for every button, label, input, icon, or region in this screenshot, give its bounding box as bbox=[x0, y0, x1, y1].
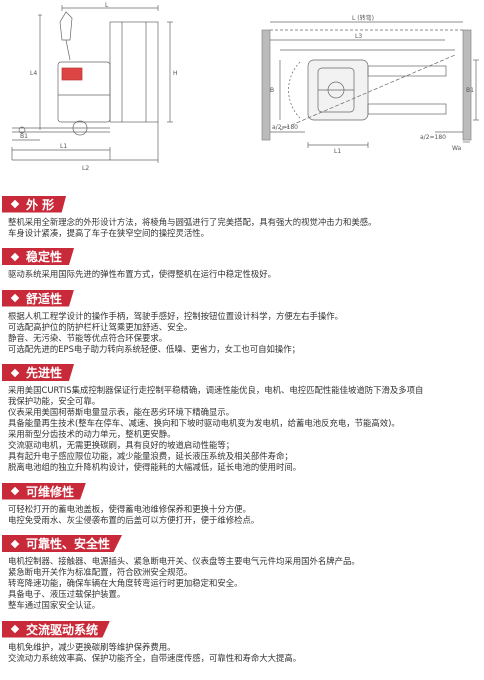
section-header: 可靠性、安全性 bbox=[2, 535, 123, 552]
diamond-bullet-icon bbox=[10, 486, 20, 496]
section-line: 可选配先进的EPS电子助力转向系统轻便、低噪、更省力，女工也可自如操作； bbox=[8, 343, 301, 354]
section-reliability-safety: 可靠性、安全性 电机控制器、接触器、电源插头、紧急断电开关、仪表盘等主要电气元件… bbox=[0, 532, 484, 612]
section-title: 可维修性 bbox=[26, 484, 75, 499]
section-stability: 稳定性 驱动系统采用国际先进的弹性布置方式，使得整机在运行中稳定性极好。 bbox=[0, 245, 484, 281]
dimension-drawings-svg: L L1 L2 B1 H L4 bbox=[11, 2, 479, 172]
section-appearance: 外 形 整机采用全新理念的外形设计方法，将棱角与圆弧进行了完美搭配，具有强大的视… bbox=[0, 192, 484, 239]
section-line: 我保护功能，安全可靠。 bbox=[8, 396, 101, 406]
section-line: 驱动系统采用国际先进的弹性布置方式，使得整机在运行中稳定性极好。 bbox=[8, 269, 276, 279]
section-title: 可靠性、安全性 bbox=[26, 537, 111, 551]
feature-sections: 外 形 整机采用全新理念的外形设计方法，将棱角与圆弧进行了完美搭配，具有强大的视… bbox=[0, 192, 484, 670]
section-line: 车身设计紧凑，提高了车子在狭窄空间的操控灵活性。 bbox=[8, 227, 209, 238]
section-line: 电机免维护，减少更换碳刷等维护保养费用。 bbox=[8, 641, 176, 652]
top-dim-a-left: a/2=180 bbox=[272, 124, 298, 131]
section-line: 电控免受雨水、灰尘侵袭布置的后盖可以方便打开，便于维修检点。 bbox=[8, 514, 260, 525]
top-dim-wheelbase: L1 bbox=[334, 148, 341, 155]
section-advanced: 先进性 采用美国CURTIS集成控制器保证行走控制平稳精确，调速性能优良，电机、… bbox=[0, 361, 484, 474]
section-maintainability: 可维修性 可轻松打开的蓄电池盖板，使得蓄电池维修保养和更换十分方便。 电控免受雨… bbox=[0, 479, 484, 526]
section-line: 采用新型分齿技术的动力单元，整机更安静。 bbox=[8, 429, 176, 439]
section-title: 外 形 bbox=[26, 197, 55, 212]
side-dim-l: L bbox=[105, 2, 109, 9]
section-line: 交流驱动电机，无需更换碳刷，具有良好的坡道启动性能等； bbox=[8, 440, 235, 450]
top-dim-l3: L3 bbox=[355, 33, 362, 40]
section-line: 可选配高护位的防护栏杆让驾乘更加舒适、安全。 bbox=[8, 321, 193, 332]
section-line: 可轻松打开的蓄电池盖板，使得蓄电池维修保养和更换十分方便。 bbox=[8, 503, 251, 514]
top-dim-length-turn: L (转弯) bbox=[352, 14, 374, 22]
section-line: 电机控制器、接触器、电源插头、紧急断电开关、仪表盘等主要电气元件均采用国外名牌产… bbox=[8, 556, 360, 566]
section-header: 舒适性 bbox=[2, 289, 75, 307]
diamond-bullet-icon bbox=[10, 539, 20, 548]
section-line: 整车通过国家安全认证。 bbox=[8, 600, 101, 610]
side-dim-l2: L2 bbox=[82, 165, 89, 172]
section-header: 稳定性 bbox=[2, 248, 75, 265]
diamond-bullet-icon bbox=[10, 199, 20, 209]
top-view-drawing bbox=[261, 21, 479, 148]
section-line: 采用美国CURTIS集成控制器保证行走控制平稳精确，调速性能优良，电机、电控匹配… bbox=[8, 385, 424, 395]
section-ac-drive: 交流驱动系统 电机免维护，减少更换碳刷等维护保养费用。 交流动力系统效率高、保护… bbox=[0, 617, 484, 664]
section-header: 外 形 bbox=[2, 195, 67, 213]
top-dim-b1: B1 bbox=[466, 87, 474, 94]
top-dim-a-right: a/2=180 bbox=[420, 134, 446, 141]
technical-drawings: L L1 L2 B1 H L4 bbox=[0, 0, 484, 182]
diamond-bullet-icon bbox=[10, 252, 20, 261]
section-line: 具备能量再生技术(整车在停车、减速、换向和下坡时驱动电机变为发电机，给蓄电池反充… bbox=[8, 418, 400, 428]
side-view-drawing bbox=[11, 5, 173, 163]
section-line: 具有起升电子感应限位功能，减少能量浪费，延长液压系统及相关部件寿命； bbox=[8, 451, 293, 461]
diamond-bullet-icon bbox=[10, 368, 20, 377]
diamond-bullet-icon bbox=[10, 624, 20, 634]
section-line: 紧急断电开关作为标准配置，符合欧洲安全规范。 bbox=[8, 567, 193, 577]
section-line: 根据人机工程学设计的操作手柄，驾驶手感好，控制按钮位置设计科学，方便左右手操作。 bbox=[8, 310, 343, 321]
section-line: 具备电子、液压过载保护装置。 bbox=[8, 589, 126, 599]
side-dim-b1: B1 bbox=[20, 133, 28, 140]
section-title: 舒适性 bbox=[26, 291, 63, 306]
side-dim-h: H bbox=[173, 70, 178, 77]
top-dim-b: B bbox=[270, 87, 274, 94]
section-title: 先进性 bbox=[26, 366, 63, 380]
section-title: 稳定性 bbox=[26, 250, 63, 264]
section-line: 转弯降速功能，确保车辆在大角度转弯运行时更加稳定和安全。 bbox=[8, 578, 243, 588]
section-title: 交流驱动系统 bbox=[26, 622, 99, 637]
side-dim-l1: L1 bbox=[60, 143, 67, 150]
section-header: 交流驱动系统 bbox=[2, 620, 111, 638]
section-comfort: 舒适性 根据人机工程学设计的操作手柄，驾驶手感好，控制按钮位置设计科学，方便左右… bbox=[0, 286, 484, 355]
diamond-bullet-icon bbox=[10, 293, 20, 303]
top-dim-wa: Wa bbox=[452, 145, 462, 152]
side-dim-l4: L4 bbox=[30, 70, 37, 77]
section-line: 脱离电池组的独立升降机构设计，使得能耗的大幅减低，延长电池的使用时间。 bbox=[8, 462, 302, 472]
section-header: 先进性 bbox=[2, 364, 75, 381]
section-line: 交流动力系统效率高、保护功能齐全，自带速度传感，可靠性和寿命大大提高。 bbox=[8, 652, 302, 663]
section-line: 整机采用全新理念的外形设计方法，将棱角与圆弧进行了完美搭配，具有强大的视觉冲击力… bbox=[8, 216, 377, 227]
section-line: 静音、无污染、节能等优点符合环保要求。 bbox=[8, 332, 168, 343]
section-line: 仪表采用美国柯蒂斯电量显示表，能在恶劣环境下精确显示。 bbox=[8, 407, 235, 417]
section-header: 可维修性 bbox=[2, 482, 87, 500]
